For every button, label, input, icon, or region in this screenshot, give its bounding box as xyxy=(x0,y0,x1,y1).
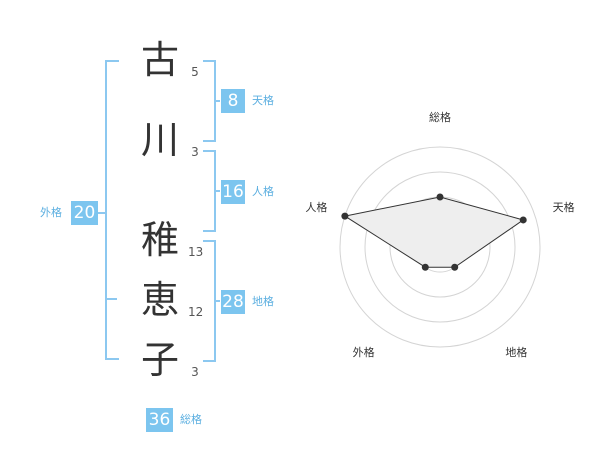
name-char-5: 子 xyxy=(140,338,179,382)
gaikaku-value-badge: 20 xyxy=(71,201,98,225)
stroke-count-2: 3 xyxy=(191,145,199,159)
radar-axis-label-2: 天格 xyxy=(553,200,575,214)
radar-ring-4 xyxy=(339,146,541,348)
gaikaku-label: 外格 xyxy=(40,206,62,219)
jinkaku-connector xyxy=(214,190,220,192)
radar-point-3 xyxy=(451,263,459,271)
chikaku-connector xyxy=(214,300,220,302)
name-char-2: 川 xyxy=(140,118,179,162)
stroke-count-5: 3 xyxy=(191,365,199,379)
name-char-3: 稚 xyxy=(140,218,179,262)
radar-point-5 xyxy=(341,212,349,220)
tenkaku-connector xyxy=(214,100,220,102)
radar-axis-label-4: 外格 xyxy=(353,345,375,359)
stroke-count-1: 5 xyxy=(191,65,199,79)
soukaku-label: 総格 xyxy=(180,413,202,426)
gaikaku-connector xyxy=(95,212,105,214)
radar-point-4 xyxy=(421,263,429,271)
gaikaku-bracket xyxy=(105,60,119,360)
radar-ring-3 xyxy=(364,171,516,323)
soukaku-value-badge: 36 xyxy=(146,408,173,432)
chikaku-value-badge: 28 xyxy=(221,290,245,314)
name-char-1: 古 xyxy=(140,38,179,82)
radar-polygon xyxy=(343,196,525,268)
name-char-4: 恵 xyxy=(140,278,179,322)
chikaku-label: 地格 xyxy=(252,295,274,308)
tenkaku-label: 天格 xyxy=(252,94,274,107)
radar-axis-label-3: 地格 xyxy=(505,345,527,359)
stroke-count-3: 13 xyxy=(188,245,204,259)
tenkaku-value-badge: 8 xyxy=(221,89,245,113)
radar-axis-label-1: 総格 xyxy=(429,110,451,124)
gaikaku-bracket-divider xyxy=(105,298,117,300)
jinkaku-value-badge: 16 xyxy=(221,180,245,204)
radar-point-1 xyxy=(436,193,444,201)
jinkaku-label: 人格 xyxy=(252,185,274,198)
stroke-count-4: 12 xyxy=(188,305,204,319)
radar-point-2 xyxy=(519,216,527,224)
radar-axis-label-5: 人格 xyxy=(305,200,327,214)
